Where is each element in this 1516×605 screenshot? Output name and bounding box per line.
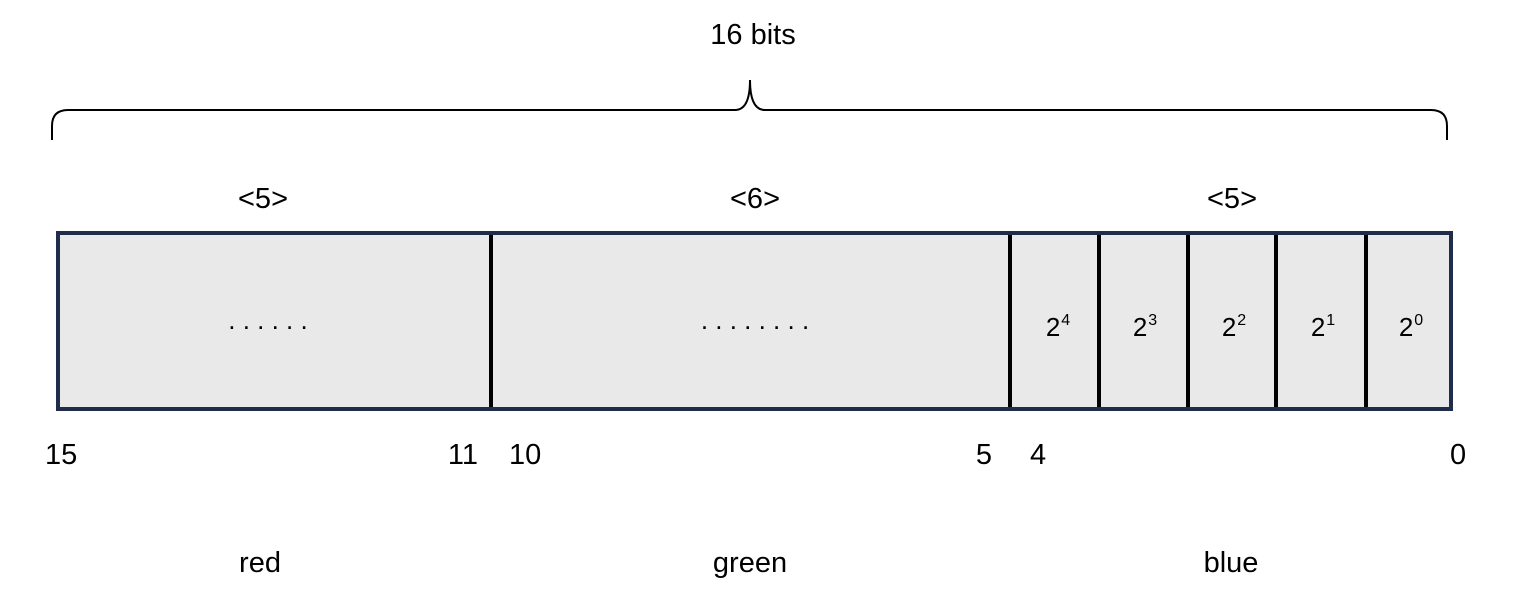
bit-index-4: 4: [1030, 439, 1047, 471]
bit-index-5: 5: [975, 439, 992, 471]
total-bits-label: 16 bits: [710, 19, 796, 51]
blue-bit-2-weight: 22: [1221, 312, 1247, 342]
channel-label-red: red: [239, 547, 281, 579]
red-green-divider: [489, 235, 493, 407]
blue-width-label: <5>: [1207, 183, 1257, 215]
blue-bit-divider: [1274, 235, 1278, 407]
bit-index-10: 10: [509, 439, 542, 471]
total-width-brace: [51, 79, 1448, 140]
red-field-ellipsis: . . . . . .: [228, 305, 308, 335]
blue-bit-3-weight: 23: [1132, 312, 1158, 342]
green-blue-divider: [1008, 235, 1012, 407]
blue-bit-1-weight: 21: [1310, 312, 1336, 342]
channel-label-blue: blue: [1203, 547, 1259, 579]
blue-bit-0-weight: 20: [1398, 312, 1424, 342]
blue-bit-divider: [1364, 235, 1368, 407]
bit-index-11: 11: [447, 439, 478, 471]
bit-index-0: 0: [1450, 439, 1467, 471]
blue-bit-divider: [1186, 235, 1190, 407]
green-field-ellipsis: . . . . . . . .: [700, 305, 810, 335]
blue-bit-4-weight: 24: [1045, 312, 1071, 342]
bit-index-15: 15: [45, 439, 78, 471]
rgb565-register: . . . . . . . . . . . . . . 24 23 22 21 …: [56, 231, 1453, 411]
green-width-label: <6>: [730, 183, 780, 215]
red-width-label: <5>: [238, 183, 288, 215]
blue-bit-divider: [1097, 235, 1101, 407]
channel-label-green: green: [712, 547, 788, 579]
